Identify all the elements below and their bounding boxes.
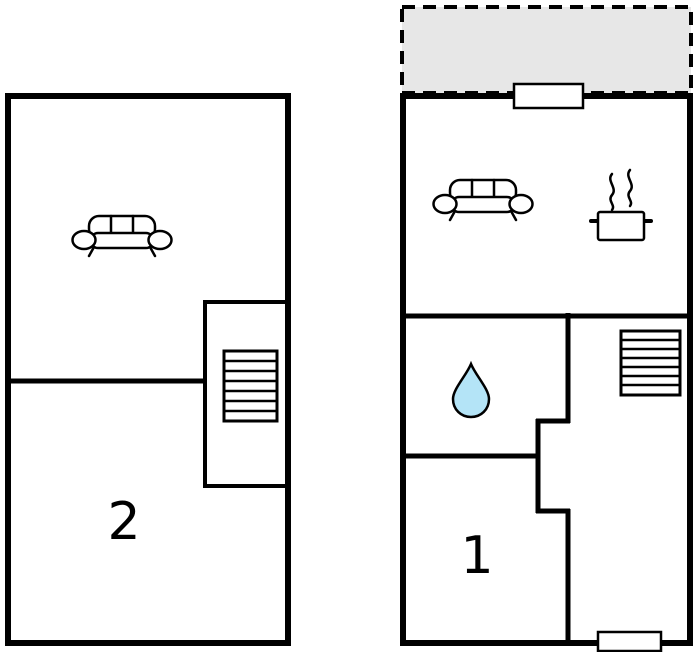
entrance-door — [596, 630, 663, 652]
stove-pot-icon — [589, 168, 653, 242]
unit-1-label: 1 — [460, 526, 494, 586]
water-drop-icon — [451, 360, 491, 419]
stair-closet — [203, 300, 290, 488]
staircase-icon — [619, 329, 682, 397]
terrace — [400, 5, 693, 95]
steam-line — [609, 172, 615, 212]
steam-line — [627, 168, 633, 208]
pot-body — [596, 210, 646, 242]
unit-2 — [5, 93, 291, 646]
terrace-door — [512, 82, 585, 110]
unit-1 — [400, 82, 693, 652]
unit-2-label: 2 — [107, 492, 141, 552]
staircase-outline — [222, 349, 279, 423]
staircase-icon — [222, 349, 279, 423]
